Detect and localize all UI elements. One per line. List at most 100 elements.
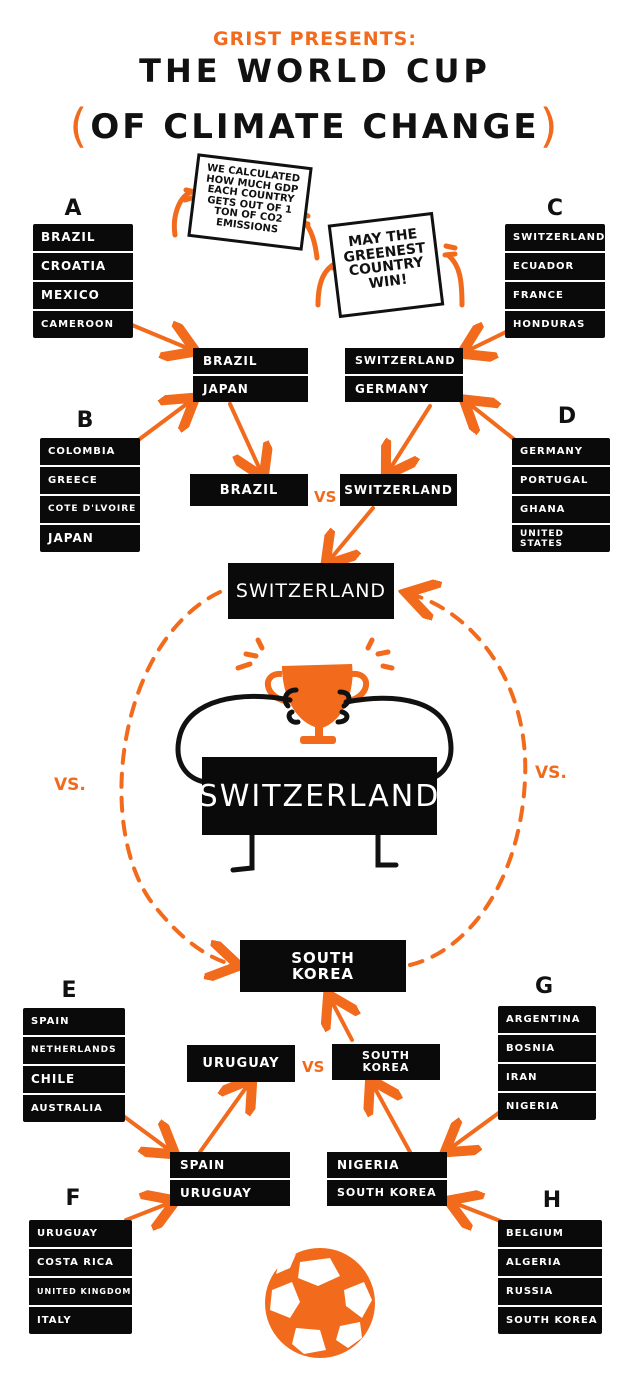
presents-label: GRIST PRESENTS: xyxy=(213,28,417,50)
group-f-team: URUGUAY xyxy=(29,1220,132,1249)
group-a-team: CROATIA xyxy=(33,253,133,282)
semifinal-bottom-right: SOUTH KOREA xyxy=(332,1044,440,1080)
group-a-team: BRAZIL xyxy=(33,224,133,253)
finalist-bottom: SOUTH KOREA xyxy=(240,940,406,992)
group-b-team: COTE D'LVOIRE xyxy=(40,496,140,525)
group-g-team: BOSNIA xyxy=(498,1035,596,1064)
group-h-box: BELGIUM ALGERIA RUSSIA SOUTH KOREA xyxy=(498,1220,602,1334)
group-letter-c: C xyxy=(546,196,564,221)
semifinal-top-right: SWITZERLAND xyxy=(340,474,457,506)
group-b-team: JAPAN xyxy=(48,531,94,545)
arrow-e-to-ef xyxy=(120,1113,172,1152)
group-d-team: GHANA xyxy=(512,496,610,525)
arrow-b-to-ab xyxy=(135,400,192,443)
group-letter-f: F xyxy=(65,1186,81,1211)
final-vs-left: VS. xyxy=(54,775,86,795)
group-g-box: ARGENTINA BOSNIA IRAN NIGERIA xyxy=(498,1006,596,1120)
trophy-sparkles xyxy=(235,637,395,671)
match-gh-box: NIGERIA SOUTH KOREA xyxy=(327,1152,447,1206)
match-ef-box: SPAIN URUGUAY xyxy=(170,1152,290,1206)
sign-gdp-text: WE CALCULATED HOW MUCH GDP EACH COUNTRY … xyxy=(205,162,301,236)
trophy-icon xyxy=(264,664,370,744)
group-f-box: URUGUAY COSTA RICA UNITED KINGDOM ITALY xyxy=(29,1220,132,1334)
match-gh-team: SOUTH KOREA xyxy=(337,1186,437,1199)
group-d-team: GERMANY xyxy=(512,438,610,467)
finals-dashed-arcs xyxy=(119,592,528,965)
group-a-team: CAMEROON xyxy=(41,319,114,330)
champion-box: SWITZERLAND xyxy=(199,757,438,835)
group-letter-h: H xyxy=(542,1188,562,1213)
group-c-team: HONDURAS xyxy=(513,319,586,330)
group-b-team: COLOMBIA xyxy=(40,438,140,467)
sign-greenest: MAY THE GREENEST COUNTRY WIN! xyxy=(327,211,445,319)
group-g-team: NIGERIA xyxy=(506,1101,560,1112)
paren-close: ) xyxy=(539,99,561,153)
match-ab-team: BRAZIL xyxy=(193,348,308,376)
group-g-team: ARGENTINA xyxy=(498,1006,596,1035)
match-cd-box: SWITZERLAND GERMANY xyxy=(345,348,463,402)
group-c-box: SWITZERLAND ECUADOR FRANCE HONDURAS xyxy=(505,224,605,338)
match-ef-team: URUGUAY xyxy=(180,1186,252,1200)
soccer-ball-icon xyxy=(265,1248,375,1358)
arrow-sf-to-bottom-final xyxy=(330,998,352,1042)
group-a-team: MEXICO xyxy=(33,282,133,311)
sign-gdp-explanation: WE CALCULATED HOW MUCH GDP EACH COUNTRY … xyxy=(187,153,313,251)
arrow-h-to-gh xyxy=(452,1202,505,1222)
group-c-team: FRANCE xyxy=(505,282,605,311)
group-d-box: GERMANY PORTUGAL GHANA UNITED STATES xyxy=(512,438,610,552)
group-letter-d: D xyxy=(557,404,577,429)
paren-open: ( xyxy=(69,99,91,153)
group-f-team: COSTA RICA xyxy=(29,1249,132,1278)
group-c-team: ECUADOR xyxy=(505,253,605,282)
group-letter-b: B xyxy=(76,408,94,433)
final-vs-right: VS. xyxy=(535,763,567,783)
match-ef-team: SPAIN xyxy=(170,1152,290,1180)
title-line-2: (OF CLIMATE CHANGE) xyxy=(0,95,630,153)
arrow-ab-to-sf xyxy=(228,402,262,474)
match-gh-team: NIGERIA xyxy=(327,1152,447,1180)
group-h-team: RUSSIA xyxy=(498,1278,602,1307)
semifinal-top-vs: VS xyxy=(314,488,337,506)
title-line-2-text: OF CLIMATE CHANGE xyxy=(90,107,540,147)
group-c-team: SWITZERLAND xyxy=(505,224,605,253)
group-e-team: NETHERLANDS xyxy=(23,1037,125,1066)
arrow-d-to-cd xyxy=(467,402,517,442)
group-f-team: UNITED KINGDOM xyxy=(29,1278,132,1307)
group-d-team: PORTUGAL xyxy=(512,467,610,496)
group-g-team: IRAN xyxy=(498,1064,596,1093)
match-cd-team: SWITZERLAND xyxy=(345,348,463,376)
arrow-sf-to-final xyxy=(328,506,375,562)
arrow-gh-to-sf xyxy=(372,1083,412,1154)
group-e-team: CHILE xyxy=(23,1066,125,1095)
group-letter-g: G xyxy=(534,974,554,999)
finalist-top: SWITZERLAND xyxy=(228,563,394,619)
arrow-ef-to-sf xyxy=(198,1082,250,1154)
semifinal-bottom-vs: VS xyxy=(302,1058,325,1076)
character-legs xyxy=(230,832,399,873)
title-line-1: THE WORLD CUP xyxy=(139,52,491,90)
arrow-cd-to-sf xyxy=(388,404,432,472)
match-ab-team: JAPAN xyxy=(203,382,249,396)
sign-greenest-text: MAY THE GREENEST COUNTRY WIN! xyxy=(342,226,427,293)
bracket-arrows xyxy=(120,325,517,1222)
semifinal-top-left: BRAZIL xyxy=(190,474,308,506)
group-e-team: SPAIN xyxy=(23,1008,125,1037)
character-arms xyxy=(175,687,454,785)
semifinal-bottom-left: URUGUAY xyxy=(187,1045,295,1082)
group-letter-a: A xyxy=(64,196,82,221)
group-e-team: AUSTRALIA xyxy=(31,1103,103,1114)
group-letter-e: E xyxy=(61,978,77,1003)
group-b-box: COLOMBIA GREECE COTE D'LVOIRE JAPAN xyxy=(40,438,140,552)
group-f-team: ITALY xyxy=(37,1315,72,1326)
group-h-team: BELGIUM xyxy=(498,1220,602,1249)
group-h-team: SOUTH KOREA xyxy=(506,1315,598,1326)
arrow-f-to-ef xyxy=(124,1202,172,1220)
match-cd-team: GERMANY xyxy=(355,382,430,396)
group-e-box: SPAIN NETHERLANDS CHILE AUSTRALIA xyxy=(23,1008,125,1122)
group-b-team: GREECE xyxy=(40,467,140,496)
match-ab-box: BRAZIL JAPAN xyxy=(193,348,308,402)
group-h-team: ALGERIA xyxy=(498,1249,602,1278)
group-d-team: UNITED STATES xyxy=(520,529,564,549)
arrow-g-to-gh xyxy=(448,1110,502,1150)
